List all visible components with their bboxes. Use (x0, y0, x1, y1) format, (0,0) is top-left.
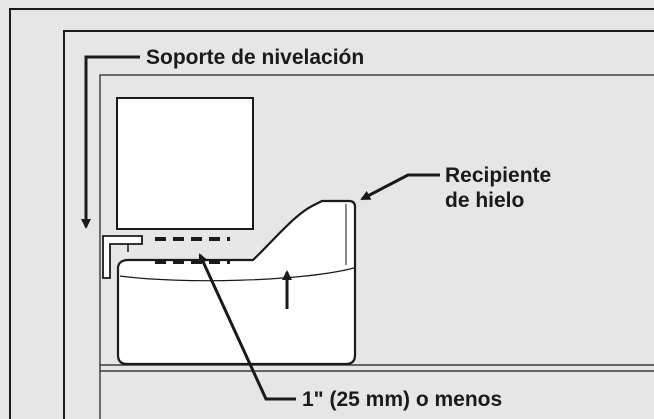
clearance-gap-marks (155, 237, 230, 264)
leveling-bracket (102, 235, 143, 279)
clearance-label: 1" (25 mm) o menos (302, 388, 502, 411)
ice-maker-unit (116, 97, 254, 230)
ice-bin-label-line2: de hielo (445, 189, 524, 212)
ice-bin-leader (360, 173, 440, 201)
freezer-inner-liner (99, 74, 654, 419)
ice-bin-label-line1: Recipiente (445, 164, 551, 187)
ice-bin (116, 199, 357, 366)
leveling-bracket-leader (81, 55, 140, 229)
clearance-leader (198, 253, 296, 401)
ice-bin-rim (119, 267, 355, 282)
cabinet-outer-wall (9, 8, 654, 419)
leveling-bracket-label: Soporte de nivelación (146, 46, 364, 69)
freezer-compartment-frame (63, 30, 654, 419)
